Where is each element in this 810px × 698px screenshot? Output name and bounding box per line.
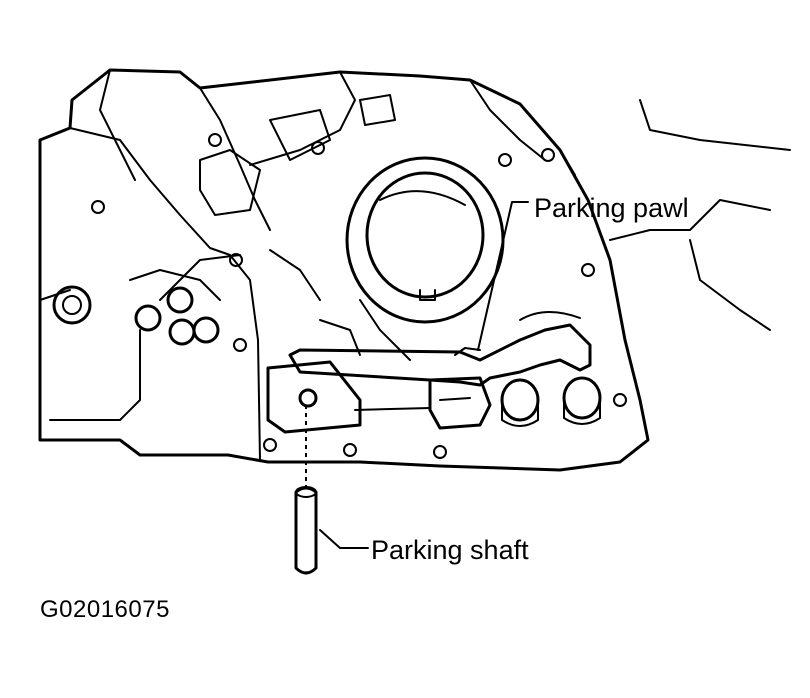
left-bosses [52, 269, 221, 346]
parking-pawl-leader [477, 201, 529, 351]
parking-pawl-label: Parking pawl [534, 193, 689, 223]
parking-pawl-part [288, 310, 592, 387]
parking-rod-assembly [266, 360, 492, 434]
right-bolts [500, 376, 602, 427]
parking-shaft-part [294, 486, 318, 575]
transmission-case [38, 68, 791, 472]
case-bolt-holes [91, 133, 627, 459]
parking-shaft-leader [319, 529, 369, 549]
bearing-bore [269, 156, 505, 361]
figure-id: G02016075 [40, 596, 170, 623]
parking-shaft-label: Parking shaft [371, 535, 529, 565]
